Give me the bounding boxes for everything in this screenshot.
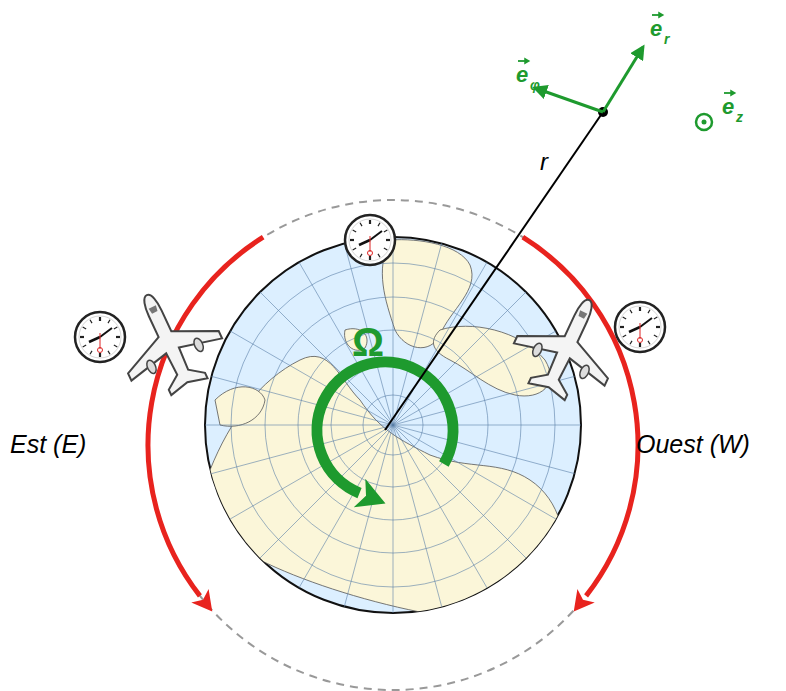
flight-arc bbox=[148, 237, 263, 596]
arrowhead bbox=[191, 589, 212, 612]
unit-vector-z bbox=[696, 114, 712, 130]
airplane bbox=[101, 274, 234, 408]
unit-vector-r bbox=[603, 47, 643, 112]
unit-vector-phi bbox=[535, 88, 603, 112]
angular-velocity-label: Ω bbox=[352, 322, 384, 362]
clock bbox=[345, 215, 395, 265]
unit-vector-z-dot bbox=[702, 120, 707, 125]
direction-label: Ouest (W) bbox=[636, 432, 750, 457]
rotation-arrow bbox=[317, 362, 453, 493]
flight-arc bbox=[523, 237, 638, 596]
radius-label: r bbox=[540, 150, 548, 174]
clock bbox=[75, 312, 125, 362]
parallel bbox=[363, 395, 423, 455]
arrowhead bbox=[354, 479, 386, 508]
vector-subscript: φ bbox=[530, 78, 540, 92]
parallel bbox=[231, 263, 555, 587]
radius-line bbox=[385, 112, 603, 430]
clock bbox=[615, 302, 665, 352]
airplane bbox=[501, 279, 634, 413]
parallel bbox=[265, 297, 521, 553]
direction-label: Est (E) bbox=[10, 432, 86, 457]
earth-map bbox=[193, 225, 593, 625]
vector-symbol: e bbox=[516, 64, 528, 86]
vector-subscript: z bbox=[736, 110, 743, 124]
vector-subscript: r bbox=[664, 32, 669, 46]
parallel bbox=[298, 330, 488, 520]
arrowhead bbox=[574, 589, 595, 612]
flight-path bbox=[148, 200, 638, 690]
vector-symbol: e bbox=[650, 18, 662, 40]
vector-symbol: e bbox=[722, 96, 734, 118]
